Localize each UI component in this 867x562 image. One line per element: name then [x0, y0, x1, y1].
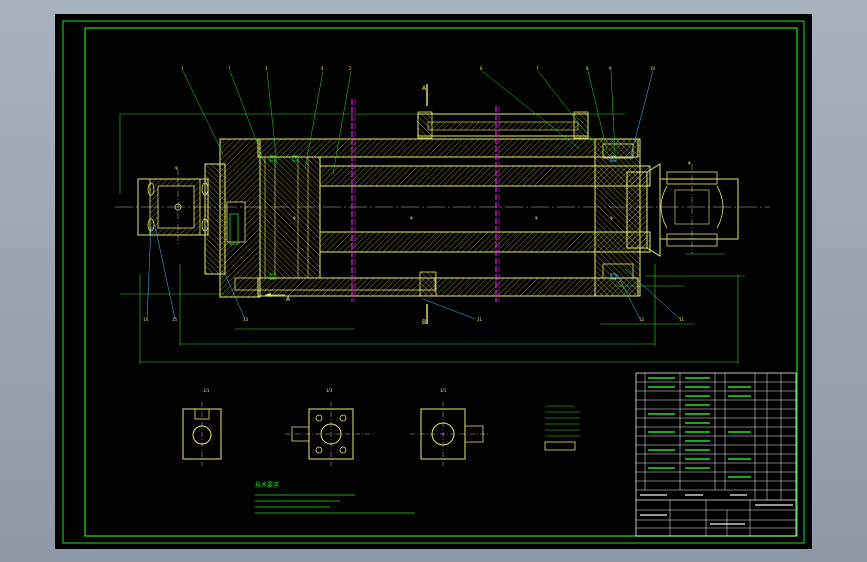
section-label: A: [286, 296, 291, 303]
view-label: 1/1: [203, 388, 210, 393]
dimension-label: φ: [535, 215, 538, 220]
parameter-notes: [544, 405, 580, 451]
view-label: 1/1: [326, 388, 333, 393]
balloon-label: 1: [181, 66, 184, 71]
balloon-label: 8: [586, 66, 589, 71]
balloon-label: 9: [609, 66, 612, 71]
detail-view-3: 1/1: [410, 388, 490, 466]
balloon-label: 7: [536, 66, 539, 71]
inner-border: [84, 27, 798, 537]
outer-border: [62, 20, 805, 544]
tech-heading: 技术要求: [255, 481, 279, 489]
balloon-label: 14: [143, 317, 149, 322]
dimension-label: φ: [293, 215, 296, 220]
cad-drawing: 1 7 3 4 2 6 7 8 9 10 11 12 11 13 14 15 A…: [62, 20, 805, 544]
detail-view-2: 1/1: [285, 388, 375, 466]
section-label: B: [422, 319, 426, 326]
section-label: A: [422, 85, 427, 92]
balloon-label: 15: [172, 317, 178, 322]
drawing-canvas[interactable]: 1 7 3 4 2 6 7 8 9 10 11 12 11 13 14 15 A…: [55, 14, 812, 549]
dimension-label: φ: [688, 160, 691, 165]
dimension-label: φ: [410, 215, 413, 220]
balloon-label: 2: [349, 66, 352, 71]
balloon-label: 6: [480, 66, 483, 71]
balloon-label: 7: [228, 66, 231, 71]
balloon-label: 13: [243, 317, 249, 322]
main-assembly-view: 1 7 3 4 2 6 7 8 9 10 11 12 11 13 14 15 A…: [115, 66, 770, 364]
view-label: 1/1: [440, 388, 447, 393]
balloon-label: 3: [265, 66, 268, 71]
dimension-label: φ: [610, 215, 613, 220]
dimension-label: φ: [175, 165, 178, 170]
balloon-label: 11: [477, 317, 483, 322]
balloon-label: 4: [321, 66, 324, 71]
balloon-label: 12: [639, 317, 645, 322]
balloon-label: 11: [679, 317, 685, 322]
detail-view-1: 1/1: [182, 388, 222, 466]
technical-requirements: 技术要求: [255, 481, 415, 514]
title-block: [635, 372, 797, 537]
balloon-label: 10: [650, 66, 656, 71]
